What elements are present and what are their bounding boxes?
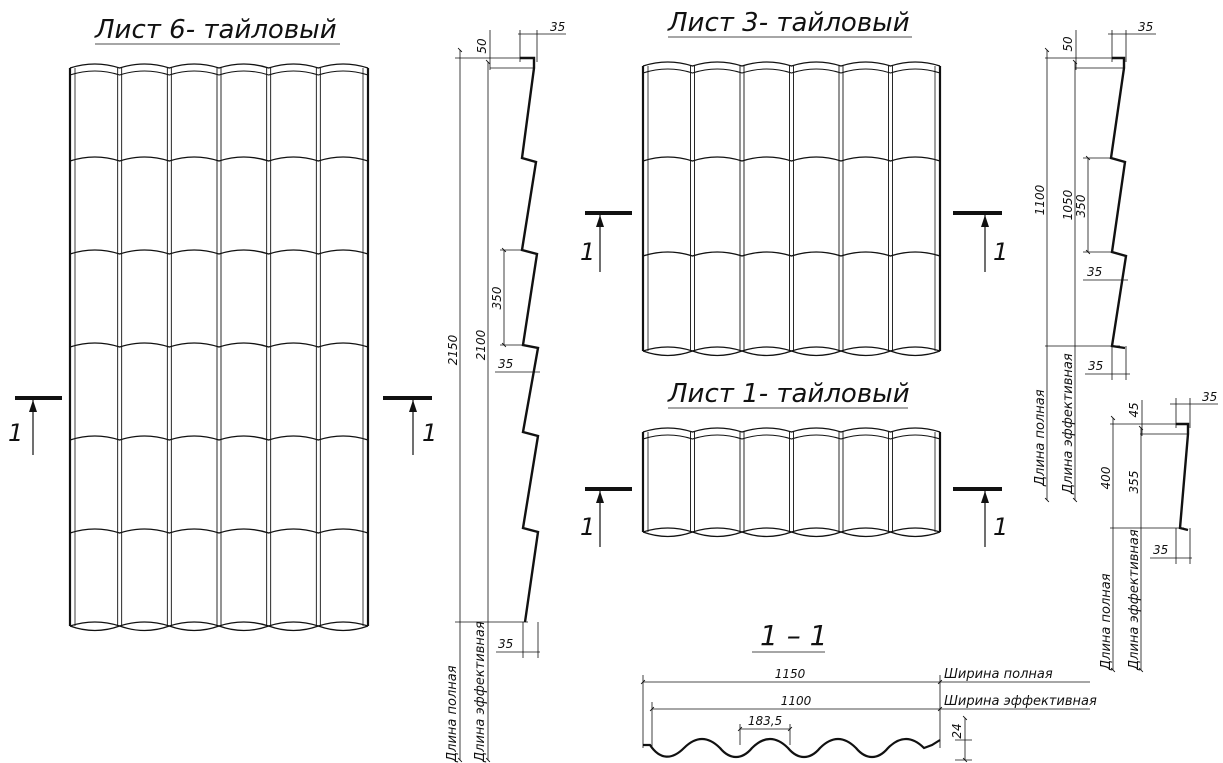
sheet-3-tile-front-view [641,61,942,357]
dim-6-step: 350 [490,247,507,348]
dim-6-top: 50 [475,30,491,70]
label-1-eff: Длина эффективная [1127,529,1142,671]
dim-3-eff: 1050 [1061,59,1078,503]
dim-6-35-bot: 35 [496,622,540,658]
label-width-full: Ширина полная [944,667,1053,682]
cross-section-view: 1150 Ширина полная 1100 Ширина эффективн… [640,667,1097,763]
svg-text:1: 1 [993,513,1008,541]
svg-text:355: 355 [1127,471,1141,494]
svg-text:1: 1 [580,238,595,266]
svg-text:35: 35 [1088,359,1103,373]
dim-3-top: 50 [1061,30,1077,70]
dim-1-35-bot: 35 [1150,528,1192,564]
profile-6-side-view [455,56,540,623]
svg-text:1: 1 [993,238,1008,266]
svg-text:350: 350 [1074,194,1088,217]
label-1-full: Длина полная [1099,573,1114,671]
svg-text:Лист 3- тайловый: Лист 3- тайловый [667,8,910,38]
dim-1-total: 400 [1099,415,1116,673]
dim-3-35-bot: 35 [1085,346,1130,380]
section-mark-right-3: 1 [953,211,1008,272]
title-sheet1: Лист 1- тайловый [667,379,910,409]
svg-text:35: 35 [1153,543,1168,557]
label-3-full: Длина полная [1033,389,1048,487]
svg-text:1 – 1: 1 – 1 [760,619,827,652]
section-mark-right-6: 1 [383,396,437,455]
svg-text:35: 35 [1138,20,1153,34]
svg-text:35: 35 [550,20,565,34]
title-sheet6: Лист 6- тайловый [94,15,340,45]
svg-text:50: 50 [475,38,489,54]
dim-height: 24 [950,723,964,738]
svg-text:1: 1 [580,513,595,541]
svg-text:1050: 1050 [1061,189,1075,220]
svg-text:1100: 1100 [1033,184,1047,215]
dim-pitch: 183,5 [748,714,782,728]
sheet-1-tile-front-view [641,427,942,538]
label-3-eff: Длина эффективная [1061,353,1076,495]
label-6-full: Длина полная [445,665,460,763]
dim-3-35-top: 35 [1108,20,1156,62]
svg-text:50: 50 [1061,36,1075,52]
svg-text:35: 35 [1202,390,1217,404]
svg-text:400: 400 [1099,466,1113,489]
svg-text:Лист 1- тайловый: Лист 1- тайловый [667,379,910,409]
dim-6-eff: 2100 [474,59,491,763]
dim-3-step: 350 [1074,155,1091,255]
label-width-eff: Ширина эффективная [944,694,1097,709]
section-mark-left-6: 1 [8,396,62,455]
svg-text:35: 35 [498,637,513,651]
svg-text:35: 35 [498,357,513,371]
dim-width-full: 1150 [775,667,806,681]
sheet-6-tile-front-view [68,63,370,632]
dim-width-eff: 1100 [781,694,812,708]
svg-text:2150: 2150 [446,334,460,365]
dim-1-35-top: 35 [1170,390,1218,428]
dim-1-top: 45 [1127,400,1143,436]
section-mark-right-1: 1 [953,487,1008,547]
profile-1-side-view [1110,422,1190,532]
svg-text:Лист 6- тайловый: Лист 6- тайловый [94,15,337,45]
section-mark-left-3: 1 [580,211,632,272]
section-mark-left-1: 1 [580,487,632,547]
svg-text:1: 1 [8,419,23,447]
dim-6-total: 2150 [446,47,463,763]
svg-text:35: 35 [1087,265,1102,279]
dim-6-35-mid: 35 [495,357,540,373]
svg-text:1: 1 [422,419,437,447]
svg-text:350: 350 [490,286,504,309]
label-6-eff: Длина эффективная [473,621,488,763]
title-sheet3: Лист 3- тайловый [667,8,912,38]
dim-6-35-top: 35 [518,20,566,62]
title-section: 1 – 1 [752,619,827,653]
dim-3-35-mid: 35 [1083,265,1128,281]
svg-text:2100: 2100 [474,329,488,360]
dim-1-eff: 355 [1127,425,1144,673]
dim-3-total: 1100 [1033,47,1050,503]
svg-text:45: 45 [1127,402,1141,417]
